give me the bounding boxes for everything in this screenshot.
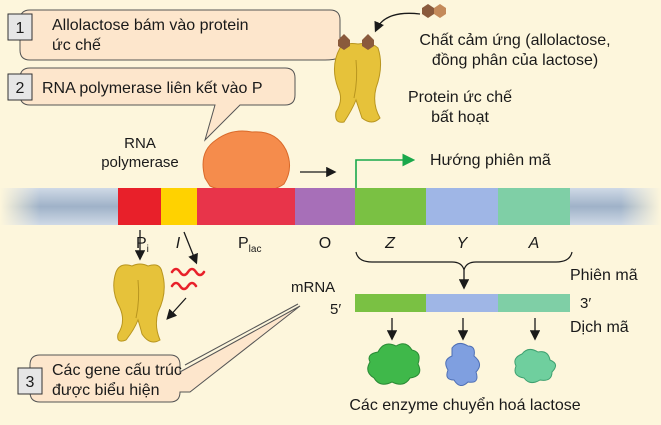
inducer-label-line2: đồng phân của lactose) — [432, 52, 598, 69]
step-3-number: 3 — [26, 374, 35, 391]
repressor-inactive-shape — [334, 34, 382, 123]
step-1-text-line1: Allolactose bám vào protein — [52, 17, 249, 34]
step-3-text-line2: được biểu hiện — [52, 381, 160, 399]
five-prime-label: 5′ — [330, 301, 341, 318]
segment-plac — [197, 188, 295, 225]
segment-a — [498, 188, 570, 225]
mrna-y — [426, 294, 498, 312]
enzyme-z-shape — [367, 343, 421, 385]
enzyme-a-shape — [514, 348, 556, 384]
bound-inducer-right — [362, 34, 374, 50]
callout-3-pointer-top — [184, 303, 299, 366]
step-1-number-box — [7, 13, 33, 41]
inducer-label-line1: Chất cảm ứng (allolactose, — [419, 32, 610, 49]
translation-label: Dịch mã — [570, 319, 629, 336]
callout-step-3: 3 Các gene cấu trúc được biểu hiện — [17, 303, 301, 403]
transcription-start-arrow — [355, 153, 416, 188]
repressor-mrna-squiggle — [170, 267, 206, 277]
repressor-protein-shape — [113, 263, 165, 343]
step-2-number-box — [7, 73, 33, 101]
label-z: Z — [384, 235, 396, 252]
step-3-number-box — [17, 367, 43, 395]
step-2-text: RNA polymerase liên kết vào P — [42, 80, 263, 97]
label-y: Y — [457, 235, 469, 252]
enzyme-y-shape — [445, 342, 480, 386]
rnap-label-line2: polymerase — [101, 154, 179, 171]
rnap-label-line1: RNA — [124, 135, 156, 152]
inducer-arrow — [374, 12, 421, 33]
label-pi: Pi — [136, 235, 149, 255]
step-2-number: 2 — [16, 80, 25, 97]
segment-i — [161, 188, 197, 225]
translation-arrow-repressor — [166, 297, 187, 320]
step-1-text-line2: ức chế — [52, 37, 101, 54]
i-gene-arrow — [183, 231, 198, 265]
step-1-number: 1 — [16, 20, 25, 37]
segment-z — [355, 188, 426, 225]
mrna-z — [355, 294, 426, 312]
rna-polymerase-shape — [202, 130, 290, 192]
repressor-mrna-squiggle-2 — [170, 281, 198, 291]
repressor-inactive-label-line1: Protein ức chế — [408, 89, 512, 106]
callout-step-1: 1 Allolactose bám vào protein ức chế — [7, 9, 351, 61]
transcription-direction-label: Hướng phiên mã — [430, 152, 551, 169]
label-plac: Plac — [238, 235, 261, 255]
structural-genes-brace — [355, 251, 573, 271]
mrna-a — [498, 294, 570, 312]
step-3-text-line1: Các gene cấu trúc — [52, 362, 182, 379]
segment-y — [426, 188, 498, 225]
enzymes-label: Các enzyme chuyển hoá lactose — [349, 396, 580, 414]
three-prime-label: 3′ — [580, 295, 591, 312]
transcription-label: Phiên mã — [570, 267, 638, 284]
callout-step-2: 2 RNA polymerase liên kết vào P — [7, 67, 296, 142]
mrna-label: mRNA — [291, 279, 335, 296]
bound-inducer-left — [338, 34, 350, 50]
repressor-inactive-label-line2: bất hoạt — [431, 109, 489, 126]
dna-strand — [0, 188, 661, 225]
label-i: I — [176, 235, 181, 252]
repressor-protein-seam — [135, 279, 140, 319]
inducer-molecule-free — [422, 4, 446, 18]
label-a: A — [528, 235, 540, 252]
segment-pi — [118, 188, 161, 225]
label-o: O — [319, 235, 331, 252]
segment-o — [295, 188, 355, 225]
mrna-strand — [355, 294, 570, 312]
